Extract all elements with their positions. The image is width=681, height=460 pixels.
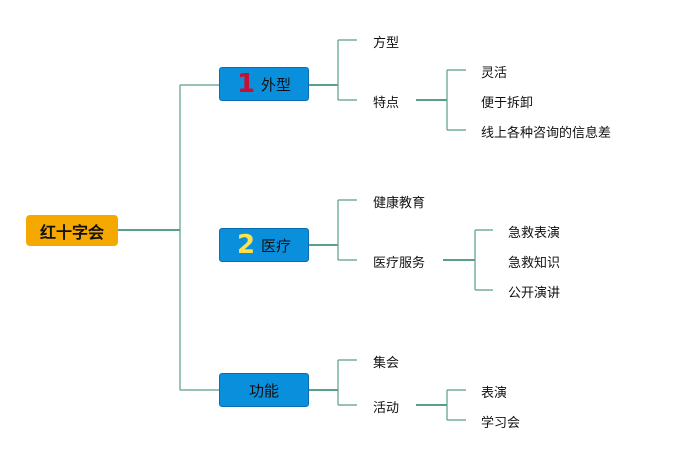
priority-1-icon: 1 <box>236 69 256 99</box>
leaf-node-jiankangjiaoyu[interactable]: 健康教育 <box>373 196 426 211</box>
leaf-node-gongkaiyanjiang[interactable]: 公开演讲 <box>508 286 561 301</box>
branch-label: 功能 <box>248 381 279 400</box>
priority-2-icon: 2 <box>236 230 256 260</box>
branch-node-gongneng[interactable]: 功能 <box>219 373 309 407</box>
root-label: 红十字会 <box>39 222 104 242</box>
branch-label: 医疗 <box>261 236 292 255</box>
branch-node-waixing[interactable]: 1 外型 <box>219 67 309 101</box>
leaf-node-tedian[interactable]: 特点 <box>373 96 400 111</box>
leaf-node-biaoyan[interactable]: 表演 <box>481 386 508 401</box>
root-node[interactable]: 红十字会 <box>26 215 118 246</box>
leaf-node-bianyuchaixie[interactable]: 便于拆卸 <box>481 96 534 111</box>
leaf-node-xuexihui[interactable]: 学习会 <box>481 416 521 431</box>
leaf-node-jijiubiaoyan[interactable]: 急救表演 <box>508 226 561 241</box>
branch-label: 外型 <box>261 75 292 94</box>
leaf-node-xinxicha[interactable]: 线上各种咨询的信息差 <box>481 126 612 141</box>
leaf-node-jihui[interactable]: 集会 <box>373 356 400 371</box>
leaf-node-linghuo[interactable]: 灵活 <box>481 66 508 81</box>
leaf-node-fangxing[interactable]: 方型 <box>373 36 400 51</box>
leaf-node-yiliaofuwu[interactable]: 医疗服务 <box>373 256 426 271</box>
branch-node-yiliao[interactable]: 2 医疗 <box>219 228 309 262</box>
leaf-node-huodong[interactable]: 活动 <box>373 401 400 416</box>
leaf-node-jijiuzhishi[interactable]: 急救知识 <box>508 256 561 271</box>
